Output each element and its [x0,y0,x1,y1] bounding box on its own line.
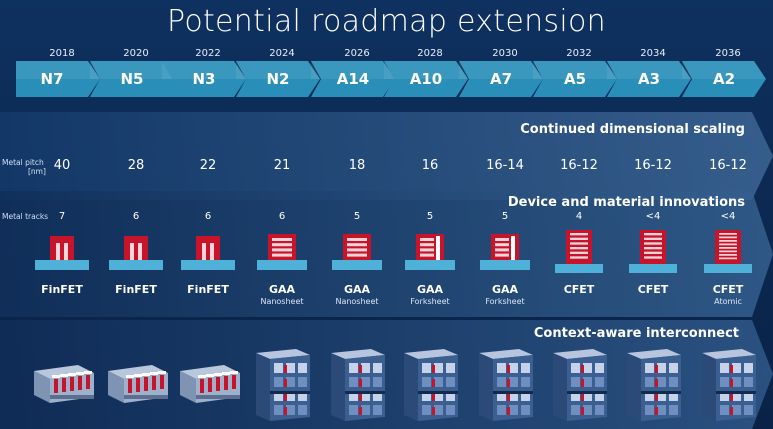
device-name: GAA [268,283,296,296]
device-name: FinFET [187,283,229,296]
metal-pitch-value: 28 [127,158,145,173]
node-label: A14 [336,70,370,88]
interconnect-block-icon [28,357,96,405]
timeline-year: 2024 [269,48,295,59]
metal-pitch-value: 16-12 [634,158,672,173]
finfet-icon [101,230,171,274]
metal-tracks-value: 6 [204,211,212,222]
metal-tracks-value: 5 [353,211,361,222]
device-subtype: Forksheet [410,297,450,306]
stacked-interconnect-icon [471,347,539,425]
device-name: CFET [637,283,669,296]
metal-tracks-label: Metal tracks [2,212,49,221]
node-label: A10 [409,70,443,88]
node-label: N3 [192,70,216,88]
node-chevron: N5 [90,61,174,97]
metal-pitch-value: 18 [348,158,366,173]
stacked-interconnect-icon [323,347,391,425]
metal-tracks-value: 7 [58,211,66,222]
node-chevron: A5 [533,61,617,97]
band-title-interconnect: Context-aware interconnect [533,326,739,341]
device-name: GAA [491,283,519,296]
node-chevron: N7 [16,61,100,97]
node-chevron: A2 [682,61,766,97]
cfet-icon [544,230,614,274]
metal-tracks-value: 5 [426,211,434,222]
device-subtype: Nanosheet [260,297,304,306]
nanosheet-icon [247,230,317,274]
metal-pitch-value: 16-12 [709,158,747,173]
nanosheet-icon [322,230,392,274]
timeline-year: 2026 [344,48,370,59]
metal-tracks-value: <4 [645,211,661,222]
metal-pitch-value: 16 [421,158,439,173]
stacked-interconnect-icon [248,347,316,425]
metal-pitch-value: 22 [199,158,217,173]
device-name: FinFET [115,283,157,296]
metal-tracks-value: <4 [720,211,736,222]
metal-pitch-value: 16-14 [486,158,524,173]
timeline-year: 2022 [195,48,221,59]
interconnect-block-icon [174,357,242,405]
metal-pitch-value: 16-12 [560,158,598,173]
node-label: N2 [266,70,290,88]
device-subtype: Atomic [714,297,742,306]
timeline-year: 2020 [123,48,149,59]
metal-pitch-label-line2: [nm] [28,167,46,176]
finfet-icon [173,230,243,274]
timeline-year: 2036 [715,48,741,59]
device-subtype: Forksheet [485,297,525,306]
cfet-icon [618,230,688,274]
finfet-icon [27,230,97,274]
stacked-interconnect-icon [396,347,464,425]
stacked-interconnect-icon [619,347,687,425]
timeline-year: 2028 [417,48,443,59]
node-chevron: A10 [384,61,468,97]
timeline-year: 2018 [49,48,75,59]
device-name: CFET [712,283,744,296]
node-chevron: A14 [311,61,395,97]
metal-pitch-value: 21 [273,158,291,173]
node-label: A2 [712,70,736,88]
device-name: CFET [563,283,595,296]
node-label: A5 [563,70,587,88]
metal-tracks-value: 4 [575,211,583,222]
stacked-interconnect-icon [545,347,613,425]
node-label: N7 [40,70,64,88]
timeline-year: 2032 [566,48,592,59]
metal-tracks-value: 5 [501,211,509,222]
band-title-innovations: Device and material innovations [507,195,745,210]
metal-tracks-value: 6 [278,211,286,222]
atomic-cfet-icon [693,230,763,274]
node-label: A7 [489,70,513,88]
node-chevron: N3 [162,61,246,97]
interconnect-block-icon [102,357,170,405]
timeline-year: 2034 [640,48,666,59]
node-chevron: A7 [459,61,543,97]
metal-pitch-label: Metal pitch [nm] [2,158,46,176]
slide-title: Potential roadmap extension [167,4,606,39]
forksheet-icon [470,230,540,274]
node-chevron: N2 [236,61,320,97]
metal-pitch-label-line1: Metal pitch [2,158,44,167]
band-dimensional-scaling: Continued dimensional scaling [0,112,773,200]
device-name: GAA [343,283,371,296]
band-title-scaling: Continued dimensional scaling [520,122,745,137]
device-name: GAA [416,283,444,296]
band-device-innovations: Device and material innovations [0,191,773,317]
node-label: A3 [637,70,661,88]
device-subtype: Nanosheet [335,297,379,306]
node-label: N5 [120,70,144,88]
stacked-interconnect-icon [694,347,762,425]
metal-tracks-value: 6 [132,211,140,222]
metal-pitch-value: 40 [53,158,71,173]
node-chevron: A3 [607,61,691,97]
forksheet-icon [395,230,465,274]
timeline-year: 2030 [492,48,518,59]
device-name: FinFET [41,283,83,296]
